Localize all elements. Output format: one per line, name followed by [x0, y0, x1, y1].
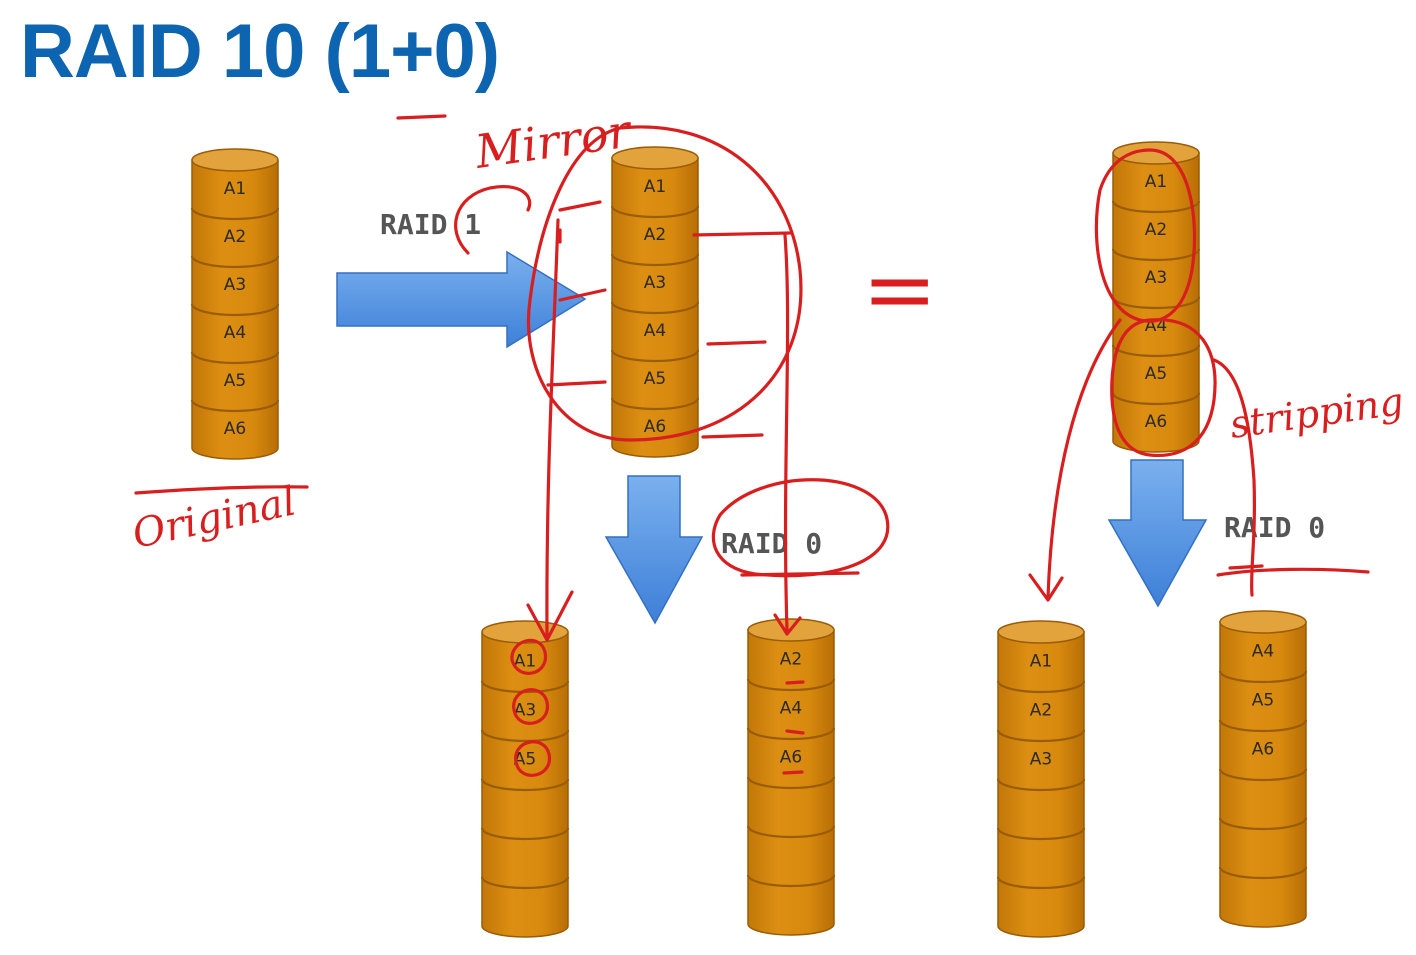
stripping-annotation: stripping: [1227, 379, 1406, 447]
disk-block-label: A2: [224, 227, 246, 247]
disk-block-label: A5: [514, 750, 536, 770]
disk-block-label: A4: [224, 323, 246, 343]
disk-block-label: A5: [1145, 364, 1167, 384]
disk-block-label: A4: [1252, 642, 1274, 662]
disk-block-label: A4: [644, 321, 666, 341]
disk-block-label: A5: [224, 371, 246, 391]
disk-block-label: A6: [1252, 740, 1274, 760]
disk-block-label: A1: [644, 177, 666, 197]
equals-annotation: =: [862, 237, 937, 342]
disk-block-label: A3: [1030, 750, 1052, 770]
down-arrow-icon: [1107, 459, 1208, 608]
disk-block-label: A2: [1030, 701, 1052, 721]
disk-block-label: A2: [1145, 220, 1167, 240]
raid1-label: RAID 1: [380, 208, 481, 241]
disk-block-label: A6: [644, 417, 666, 437]
disk-block-label: A3: [224, 275, 246, 295]
disk-stacks: A1A2A3A4A5A6A1A2A3A4A5A6A1A2A3A4A5A6A1A3…: [190, 141, 1308, 938]
disk-block-label: A5: [1252, 691, 1274, 711]
disk-block-label: A1: [514, 652, 536, 672]
disk-block-label: A2: [780, 650, 802, 670]
disk-block-label: A3: [514, 701, 536, 721]
disk-block-label: A3: [1145, 268, 1167, 288]
disk-block-label: A1: [224, 179, 246, 199]
disk-block-label: A5: [644, 369, 666, 389]
disk-block-label: A2: [644, 225, 666, 245]
disk-block-label: A4: [780, 699, 802, 719]
raid0-label-left: RAID 0: [721, 527, 822, 560]
right-arrow-icon: [336, 250, 587, 349]
disk-block-label: A3: [644, 273, 666, 293]
disk-block-label: A6: [224, 419, 246, 439]
page-title: RAID 10 (1+0): [20, 9, 500, 94]
disk-block-label: A6: [780, 748, 802, 768]
disk-block-label: A1: [1030, 652, 1052, 672]
raid0-label-right: RAID 0: [1224, 511, 1325, 544]
down-arrow-icon: [604, 475, 704, 625]
disk-block-label: A6: [1145, 412, 1167, 432]
disk-block-label: A1: [1145, 172, 1167, 192]
